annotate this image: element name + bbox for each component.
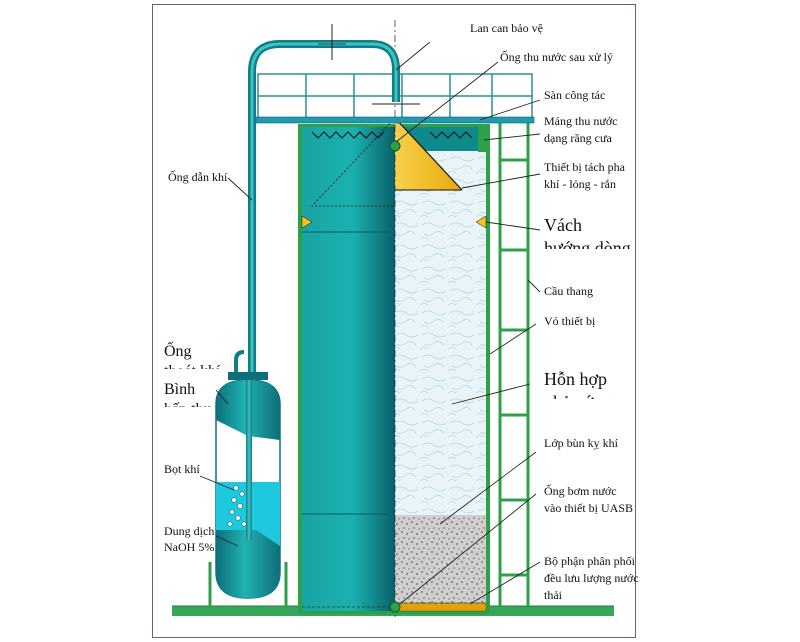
label-ong-thoat-2: thoát khí <box>164 362 220 369</box>
label-thiet-bi-tach-2: khí - lỏng - rắn <box>544 177 616 191</box>
label-dung-dich-1: Dung dịch <box>164 524 215 538</box>
label-bo-phan-2: đều lưu lượng nước <box>544 571 639 585</box>
label-mang-thu-1: Máng thu nước <box>544 114 618 128</box>
label-dung-dich-2: NaOH 5% <box>164 540 215 554</box>
ladder <box>498 122 530 606</box>
label-ong-bom-2: vào thiết bị UASB <box>544 501 633 515</box>
label-vach-2: hướng dòng <box>544 238 631 249</box>
gas-pipe <box>248 24 400 380</box>
label-vach-1: Vách <box>544 215 582 235</box>
label-vo-thiet-bi: Vỏ thiết bị <box>544 314 596 328</box>
label-hon-hop-2: phản ứng <box>544 392 611 399</box>
label-mang-thu-2: dạng răng cưa <box>544 131 612 145</box>
label-bo-phan-1: Bộ phận phân phối <box>544 554 635 568</box>
label-san-cong-tac: Sàn công tác <box>544 88 606 102</box>
label-cau-thang: Cầu thang <box>544 284 593 298</box>
label-hon-hop-1: Hỗn hợp <box>544 369 608 389</box>
label-lop-bun: Lớp bùn kỵ khí <box>544 436 619 450</box>
label-thiet-bi-tach-1: Thiết bị tách pha <box>544 160 625 174</box>
absorption-vessel <box>208 350 288 608</box>
tank <box>298 20 490 620</box>
label-bot-khi: Bọt khí <box>164 462 200 476</box>
label-ong-thoat-1: Ống <box>164 343 192 360</box>
leader-lines <box>199 41 541 605</box>
label-binh-2: hấp thụ <box>164 400 212 407</box>
label-lan-can: Lan can bảo vệ <box>470 21 543 35</box>
label-bo-phan-3: thải <box>544 588 562 602</box>
label-binh-1: Bình <box>164 381 196 398</box>
drawing-frame <box>152 4 636 638</box>
label-ong-dan-khi: Ống dẫn khí <box>168 170 228 184</box>
label-ong-bom-1: Ống bơm nước <box>544 484 617 498</box>
label-ong-thu-nuoc: Ống thu nước sau xử lý <box>500 50 614 64</box>
